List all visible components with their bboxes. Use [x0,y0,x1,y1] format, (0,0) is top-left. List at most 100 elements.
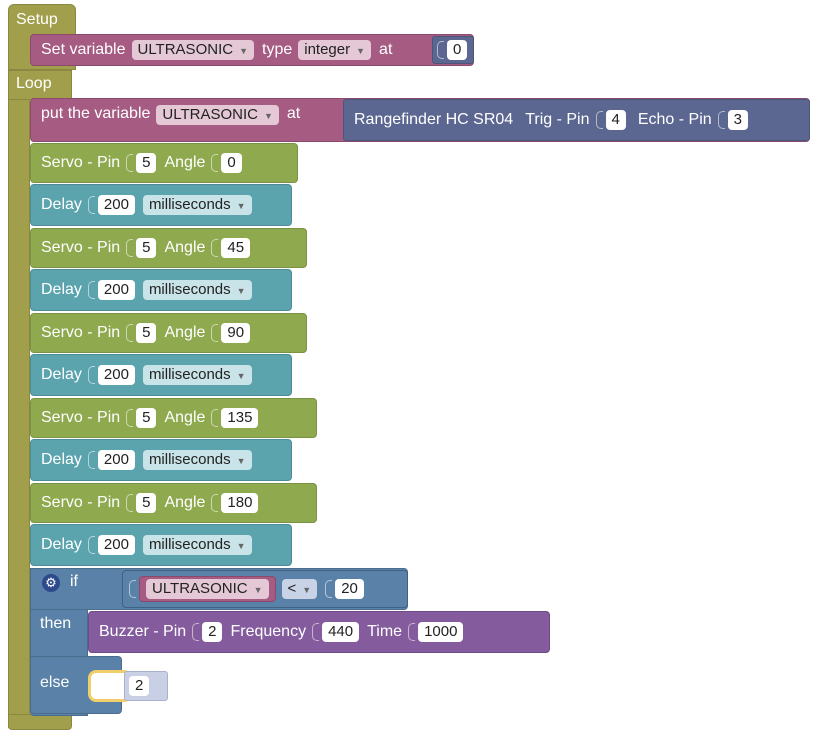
input-notch [717,111,725,129]
input-notch [87,366,95,384]
triangle-down-icon: ▼ [236,456,246,466]
delay-value-field[interactable]: 200 [97,450,135,470]
delay-value-field[interactable]: 200 [97,195,135,215]
echo-pin-label: Echo - Pin [637,111,712,128]
delay-unit-dropdown[interactable]: milliseconds▼ [142,535,252,555]
input-notch [126,324,134,342]
rangefinder-label: Rangefinder HC SR04 [354,111,514,128]
delay-label: Delay [41,536,82,553]
echo-pin-field[interactable]: 3 [727,110,749,130]
delay-value-field[interactable]: 200 [97,280,135,300]
angle-label: Angle [164,324,206,341]
servo-pin-field[interactable]: 5 [136,493,157,513]
servo-pin-field[interactable]: 5 [136,238,157,258]
input-notch [325,580,333,598]
then-label: then [40,615,72,632]
servo-block[interactable]: Servo - Pin 5 Angle 180 [30,483,317,523]
angle-label: Angle [164,154,206,171]
loop-block[interactable] [8,70,30,728]
input-notch [87,451,95,469]
angle-field[interactable]: 180 [221,493,259,513]
type-dropdown[interactable]: integer▼ [298,40,372,60]
angle-field[interactable]: 0 [221,153,242,173]
servo-pin-field[interactable]: 5 [136,323,157,343]
servo-block[interactable]: Servo - Pin 5 Angle 90 [30,313,307,353]
loop-header-bar [8,70,72,100]
angle-field[interactable]: 90 [221,323,251,343]
triangle-down-icon: ▼ [356,46,366,56]
servo-pin-field[interactable]: 5 [136,153,157,173]
put-variable-dropdown[interactable]: ULTRASONIC▼ [156,105,279,125]
rangefinder-block[interactable]: Rangefinder HC SR04 Trig - Pin 4 Echo - … [343,99,810,141]
type-label: type [262,41,293,58]
gear-icon[interactable]: ⚙ [42,574,60,592]
servo-pin-field[interactable]: 5 [136,408,157,428]
delay-value-field[interactable]: 200 [97,535,135,555]
servo-block[interactable]: Servo - Pin 5 Angle 0 [30,143,298,183]
triangle-down-icon: ▼ [302,585,312,595]
angle-field[interactable]: 45 [221,238,251,258]
delay-value-field[interactable]: 200 [97,365,135,385]
delay-label: Delay [41,451,82,468]
input-notch [312,623,320,641]
triangle-down-icon: ▼ [239,46,248,56]
compare-value-field[interactable]: 20 [335,579,364,599]
compare-block[interactable]: ULTRASONIC▼ <▼ 20 [122,570,408,608]
initial-value-field[interactable]: 0 [447,40,468,60]
servo-block[interactable]: Servo - Pin 5 Angle 135 [30,398,317,438]
else-value-field[interactable]: 2 [129,676,150,696]
delay-block[interactable]: Delay 200 milliseconds▼ [30,184,292,226]
delay-unit-dropdown[interactable]: milliseconds▼ [142,195,252,215]
servo-pin-label: Servo - Pin [41,324,121,341]
input-notch [595,111,603,129]
operator-dropdown[interactable]: <▼ [281,579,318,599]
put-variable-label: put the variable [41,105,151,122]
input-notch [126,409,134,427]
input-notch [192,623,200,641]
triangle-down-icon: ▼ [253,585,263,595]
put-at-label: at [286,105,301,122]
initial-value-block[interactable]: 0 [432,36,474,64]
delay-label: Delay [41,366,82,383]
delay-unit-dropdown[interactable]: milliseconds▼ [142,365,252,385]
input-notch [211,154,219,172]
compare-variable-dropdown[interactable]: ULTRASONIC▼ [139,576,276,602]
loop-bottom-bar [8,714,72,730]
delay-unit-dropdown[interactable]: milliseconds▼ [142,450,252,470]
triangle-down-icon: ▼ [236,201,246,211]
frequency-label: Frequency [230,623,307,640]
input-notch [87,536,95,554]
input-notch [408,623,416,641]
buzzer-pin-field[interactable]: 2 [202,622,223,642]
delay-block[interactable]: Delay 200 milliseconds▼ [30,524,292,566]
setup-header: Setup [16,11,58,28]
input-notch [437,41,444,59]
input-notch [211,324,219,342]
delay-unit-dropdown[interactable]: milliseconds▼ [142,280,252,300]
angle-label: Angle [164,239,206,256]
angle-field[interactable]: 135 [221,408,259,428]
buzzer-block[interactable]: Buzzer - Pin 2 Frequency 440 Time 1000 [88,611,550,653]
delay-block[interactable]: Delay 200 milliseconds▼ [30,269,292,311]
time-label: Time [367,623,403,640]
trig-pin-field[interactable]: 4 [605,110,626,130]
time-field[interactable]: 1000 [418,622,464,642]
set-variable-label: Set variable [41,41,126,58]
servo-pin-label: Servo - Pin [41,239,121,256]
buzzer-pin-label: Buzzer - Pin [99,623,187,640]
servo-pin-label: Servo - Pin [41,154,121,171]
variable-dropdown[interactable]: ULTRASONIC▼ [131,40,254,60]
trig-pin-label: Trig - Pin [525,111,590,128]
input-notch [126,154,134,172]
input-notch [126,494,134,512]
if-label: if [70,573,78,590]
delay-block[interactable]: Delay 200 milliseconds▼ [30,354,292,396]
triangle-down-icon: ▼ [236,286,246,296]
servo-block[interactable]: Servo - Pin 5 Angle 45 [30,228,307,268]
delay-block[interactable]: Delay 200 milliseconds▼ [30,439,292,481]
triangle-down-icon: ▼ [236,371,246,381]
delay-label: Delay [41,281,82,298]
frequency-field[interactable]: 440 [322,622,360,642]
else-value-block[interactable]: 2 [124,671,168,701]
set-variable-block[interactable]: Set variable ULTRASONIC▼ type integer▼ a… [30,34,474,66]
